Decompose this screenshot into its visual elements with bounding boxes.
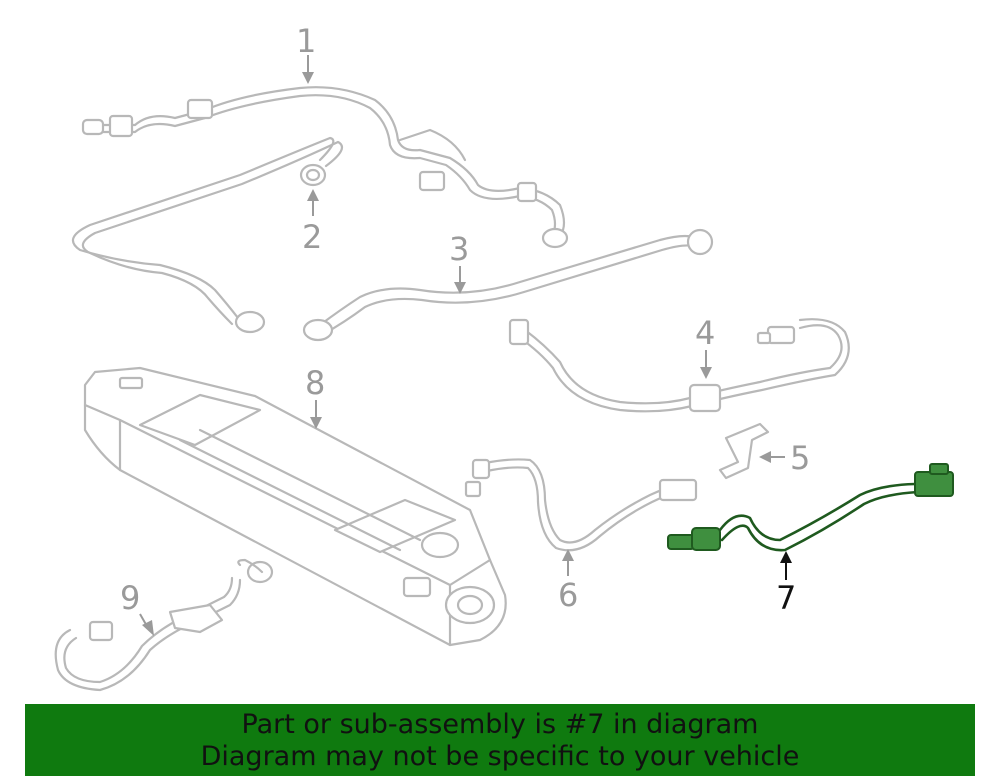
parts-diagram: 1 2 3 4 5 6 7 8 9 [54, 22, 954, 692]
callout-9-number: 9 [120, 579, 140, 617]
callout-8: 8 [305, 364, 325, 429]
callout-4: 4 [695, 314, 715, 379]
callout-7: 7 [776, 551, 796, 617]
part-9-hose-assembly[interactable] [54, 558, 274, 692]
part-info-banner: Part or sub-assembly is #7 in diagram Di… [25, 704, 975, 776]
callout-1: 1 [296, 22, 316, 84]
callout-3: 3 [449, 230, 469, 294]
callout-1-number: 1 [296, 22, 316, 60]
callout-8-number: 8 [305, 364, 325, 402]
callout-5-number: 5 [790, 439, 810, 477]
callout-6-number: 6 [558, 576, 578, 614]
callout-3-number: 3 [449, 230, 469, 268]
part-3-hose[interactable] [302, 228, 714, 342]
part-4-sensor-harness[interactable] [508, 318, 850, 413]
callout-7-number: 7 [776, 579, 796, 617]
callout-6: 6 [558, 549, 578, 614]
part-1-hose-assembly[interactable] [81, 86, 569, 249]
vent-hose [71, 136, 344, 334]
part-7-oxygen-sensor-highlighted[interactable] [667, 463, 954, 552]
part-8-canister[interactable] [83, 366, 507, 647]
callout-9: 9 [120, 579, 154, 636]
banner-line-2: Diagram may not be specific to your vehi… [200, 741, 800, 772]
part-5-bracket[interactable] [718, 422, 770, 480]
callout-5: 5 [759, 439, 810, 477]
callout-2-number: 2 [302, 218, 322, 256]
banner-line-1: Part or sub-assembly is #7 in diagram [241, 709, 759, 740]
callout-4-number: 4 [695, 314, 715, 352]
callout-2: 2 [302, 189, 322, 256]
part-6-oxygen-sensor[interactable] [464, 458, 698, 552]
part-2-grommet[interactable] [299, 163, 327, 187]
